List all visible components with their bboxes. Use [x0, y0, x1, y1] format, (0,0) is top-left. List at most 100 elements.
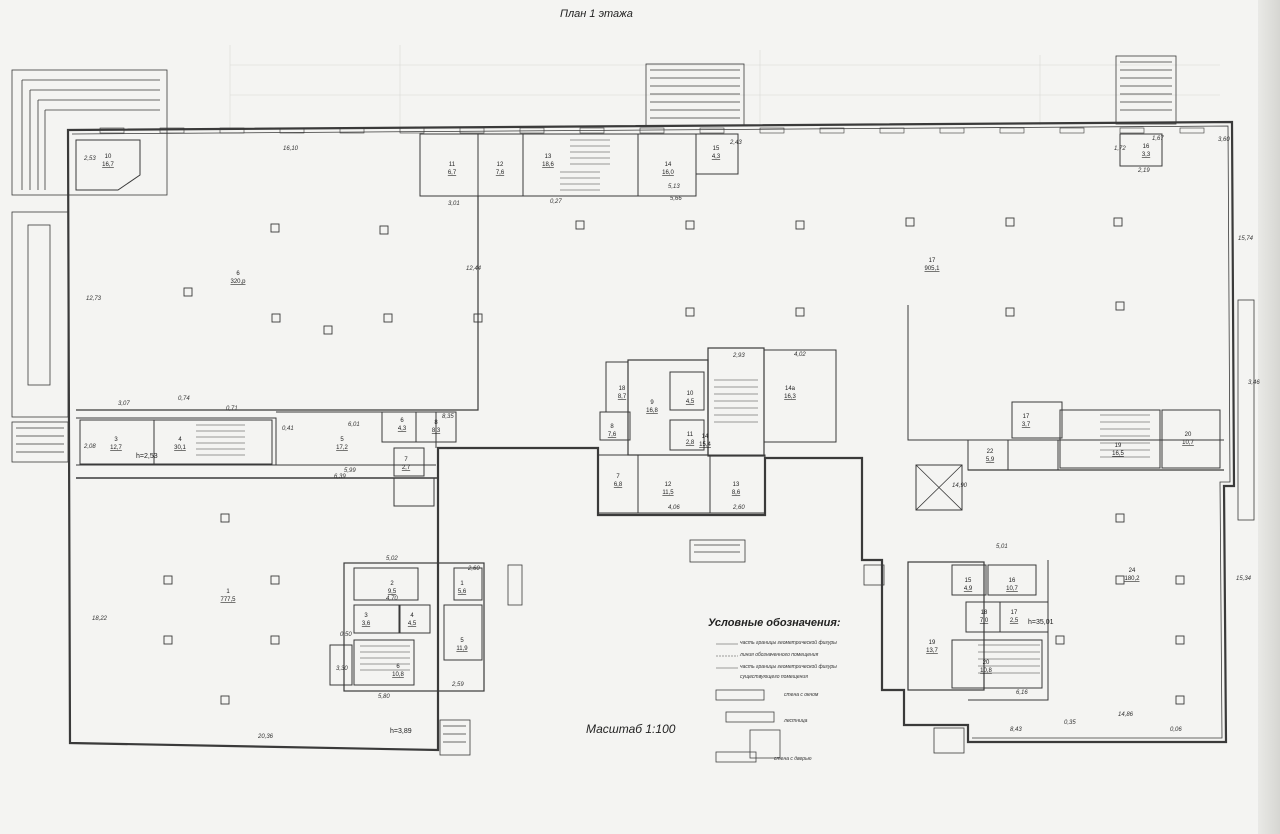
window-marker	[219, 127, 245, 134]
column-marker	[183, 287, 193, 297]
room-area: 16,7	[102, 162, 114, 168]
room-area: 6,8	[614, 482, 623, 488]
dimension-label: 0,74	[178, 396, 190, 402]
room-area: 30,1	[174, 445, 186, 451]
window-marker	[759, 127, 785, 134]
window-marker	[99, 127, 125, 134]
dimension-label: 4,70	[386, 596, 398, 602]
window-marker	[1059, 127, 1085, 134]
dimension-label: 14,86	[1118, 712, 1134, 718]
room-area: 7,6	[608, 432, 617, 438]
column-marker	[685, 220, 695, 230]
window-marker	[819, 127, 845, 134]
dimension-label: 3,30	[336, 666, 348, 672]
plan-title: План 1 этажа	[560, 8, 633, 20]
room-number: 5	[460, 638, 464, 644]
column-marker	[1115, 513, 1125, 523]
room-number: 10	[687, 391, 694, 397]
dimension-label: 3,46	[1248, 380, 1260, 386]
room-area: 5,6	[458, 589, 467, 595]
room-area: 16,0	[662, 170, 674, 176]
column-marker	[1175, 695, 1185, 705]
dimension-label: 5,66	[670, 196, 682, 202]
dimension-label: 5,99	[344, 468, 356, 474]
room-area: 4,3	[712, 154, 721, 160]
legend: Условные обозначения: часть границы геом…	[704, 612, 854, 772]
dimension-label: 0,50	[340, 632, 352, 638]
room-area: 3,7	[1022, 422, 1031, 428]
column-marker	[220, 695, 230, 705]
dimension-label: 2,19	[1137, 168, 1150, 174]
room-area: 4,5	[686, 399, 695, 405]
dimension-label: 2,53	[83, 156, 96, 162]
dimension-label: 6,01	[348, 422, 360, 428]
room-area: 2,7	[402, 465, 411, 471]
dimension-label: 0,35	[1064, 720, 1076, 726]
dimension-label: 16,10	[283, 146, 299, 152]
room-area: 4,3	[398, 426, 407, 432]
room-area: 18,6	[542, 162, 554, 168]
dimension-label: 20,36	[257, 734, 274, 740]
room-area: 8,6	[732, 490, 741, 496]
room-number: 17	[929, 258, 936, 264]
room-number: 20	[983, 660, 990, 666]
room-number: 1	[226, 589, 230, 595]
column-marker	[795, 307, 805, 317]
room-area: 7,0	[980, 618, 989, 624]
room-number: 9	[650, 400, 654, 406]
dimension-label: 18,22	[92, 616, 108, 622]
room-number: 17	[1023, 414, 1030, 420]
room-area: 4,9	[964, 586, 973, 592]
dimension-label: 14,90	[952, 483, 968, 489]
column-marker	[163, 575, 173, 585]
room-number: 18	[619, 386, 626, 392]
room-number: 12	[665, 482, 672, 488]
room-area: 8,7	[618, 394, 627, 400]
room-number: 18	[981, 610, 988, 616]
dimension-label: 4,06	[668, 505, 680, 511]
room-number: 13	[733, 482, 740, 488]
window-marker	[579, 127, 605, 134]
room-number: 6	[236, 271, 240, 277]
window-marker	[639, 127, 665, 134]
paper-edge	[1258, 0, 1280, 834]
window-marker	[1179, 127, 1205, 134]
room-area: 11,9	[456, 646, 468, 652]
window-marker	[399, 127, 425, 134]
dimension-label: 8,35	[442, 414, 454, 420]
window-marker	[879, 127, 905, 134]
column-marker	[383, 313, 393, 323]
room-number: 11	[687, 432, 694, 438]
dimension-label: 2,08	[83, 444, 96, 450]
dimension-label: 0,06	[1170, 727, 1182, 733]
window-marker	[939, 127, 965, 134]
room-area: 16,5	[1112, 451, 1124, 457]
dimension-label: 15,74	[1238, 236, 1254, 242]
column-marker	[270, 223, 280, 233]
room-number: 16	[1143, 144, 1150, 150]
room-area: 3,3	[1142, 152, 1151, 158]
room-area: 905,1	[924, 266, 940, 272]
ceiling-height-label: h=3,89	[390, 728, 412, 735]
window-marker	[159, 127, 185, 134]
room-number: 12	[497, 162, 504, 168]
room-number: 6	[396, 664, 400, 670]
dimension-label: 0,41	[282, 426, 294, 432]
room-area: 180,2	[1124, 576, 1140, 582]
column-marker	[1005, 307, 1015, 317]
column-marker	[1055, 635, 1065, 645]
column-marker	[1115, 575, 1125, 585]
legend-item: лестница	[784, 718, 808, 724]
dimension-label: 5,80	[378, 694, 390, 700]
legend-title: Условные обозначения:	[708, 617, 841, 629]
legend-item: линия обозначенного помещения	[740, 652, 819, 658]
room-area: 9,5	[388, 589, 397, 595]
legend-item: часть границы геометрической фигуры	[740, 664, 837, 670]
room-area: 16,8	[646, 408, 658, 414]
room-area: 6,7	[448, 170, 457, 176]
room-area: 5,9	[986, 457, 995, 463]
dimension-label: 2,93	[732, 353, 745, 359]
dimension-label: 1,67	[1152, 136, 1164, 142]
scale-label: Масштаб 1:100	[586, 722, 676, 736]
room-number: 22	[987, 449, 994, 455]
